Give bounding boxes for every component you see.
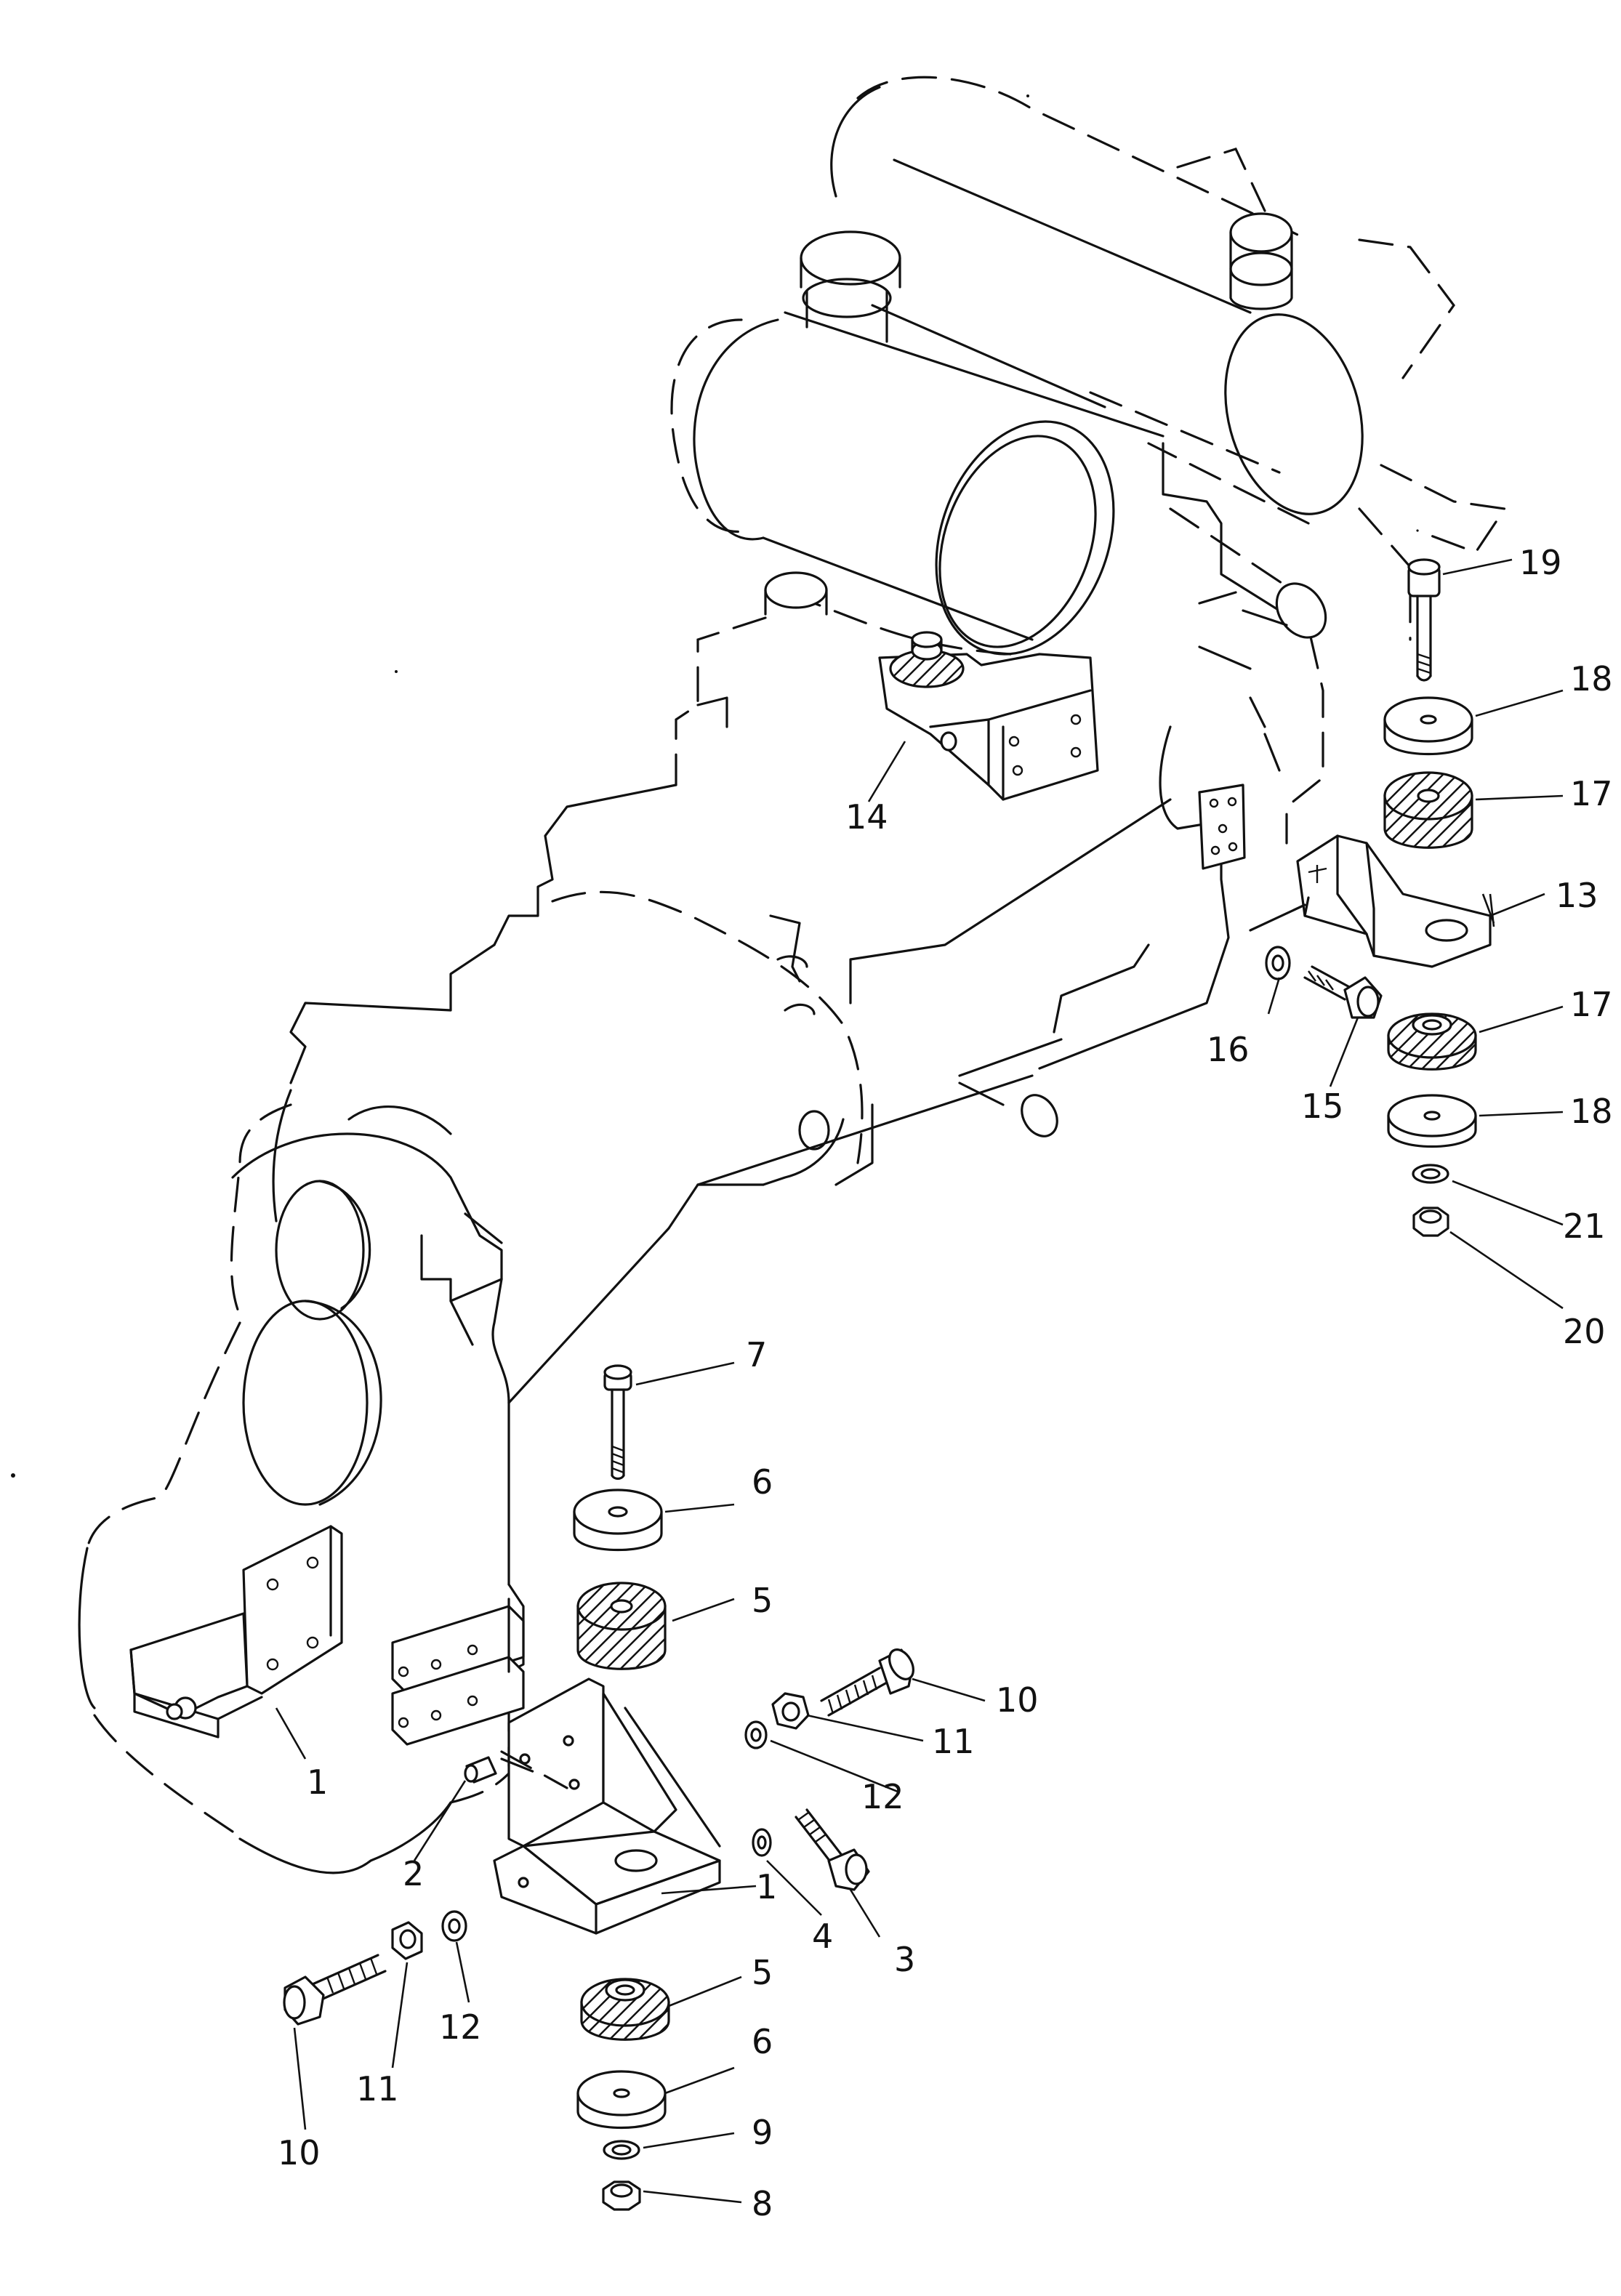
case-side-rails xyxy=(391,1605,525,1746)
callout-6-upper: 6 xyxy=(752,1462,773,1502)
fan-blades xyxy=(1176,148,1507,641)
callout-21: 21 xyxy=(1563,1207,1606,1246)
callout-14: 14 xyxy=(845,797,888,837)
callout-10-right: 10 xyxy=(996,1680,1039,1720)
callout-10-left: 10 xyxy=(278,2133,321,2172)
callout-4: 4 xyxy=(812,1917,833,1956)
bracket-13 xyxy=(1249,834,1492,968)
washer-21 xyxy=(1412,1164,1449,1184)
callout-3: 3 xyxy=(894,1940,915,1979)
callout-9: 9 xyxy=(752,2113,773,2152)
engine-block xyxy=(493,442,1327,1137)
callout-12-right: 12 xyxy=(861,1777,904,1816)
callout-11-right: 11 xyxy=(932,1722,975,1761)
bolt-15 xyxy=(1303,965,1383,1019)
cushion-17-lower xyxy=(1387,1012,1477,1071)
bolt-19 xyxy=(1407,558,1441,682)
dowel-2 xyxy=(464,1756,539,1784)
nut-20 xyxy=(1412,1207,1449,1237)
engine-transmission-assembly xyxy=(78,76,1507,1874)
washer-6-upper xyxy=(573,1489,663,1552)
cushion-5-lower xyxy=(580,1978,670,2041)
callout-17-upper: 17 xyxy=(1570,774,1613,813)
leader-lines xyxy=(275,558,1564,2204)
washer-18-upper xyxy=(1383,696,1473,756)
washer-9 xyxy=(603,2140,640,2160)
callout-6-lower: 6 xyxy=(752,2022,773,2061)
exhaust-stack-left xyxy=(800,230,901,343)
washer-4 xyxy=(752,1828,772,1857)
exhaust-stack-right xyxy=(1229,212,1293,310)
access-plate xyxy=(1198,784,1246,870)
callout-2: 2 xyxy=(403,1854,424,1893)
callout-12-left: 12 xyxy=(439,2007,482,2047)
callout-19: 19 xyxy=(1519,543,1562,582)
washer-16 xyxy=(1265,946,1291,980)
callout-18-lower: 18 xyxy=(1570,1092,1613,1131)
callout-17-lower: 17 xyxy=(1570,985,1613,1024)
bolt-3 xyxy=(795,1808,870,1891)
washer-12-right xyxy=(744,1720,768,1749)
bracket-center xyxy=(493,1677,721,1935)
callout-20: 20 xyxy=(1563,1312,1606,1351)
callout-11-left: 11 xyxy=(356,2069,399,2108)
muffler-rear xyxy=(830,76,1364,525)
callout-labels: 1 1 2 3 4 5 5 6 6 7 8 9 10 10 11 11 12 1… xyxy=(278,543,1613,2223)
callout-8: 8 xyxy=(752,2184,773,2223)
bolt-10-right xyxy=(820,1648,914,1717)
callout-1-center: 1 xyxy=(756,1867,777,1906)
callout-18-upper: 18 xyxy=(1570,659,1613,698)
washer-18-lower xyxy=(1387,1094,1477,1148)
nut-8 xyxy=(602,2180,641,2211)
callout-5-lower: 5 xyxy=(752,1953,773,1992)
washer-6-lower xyxy=(576,2070,667,2130)
nut-11-left xyxy=(391,1921,423,1960)
callout-16: 16 xyxy=(1207,1030,1250,1069)
bolt-10-left xyxy=(283,1954,387,2026)
callout-5-upper: 5 xyxy=(752,1581,773,1620)
callout-1-left: 1 xyxy=(307,1763,328,1802)
washer-12-left xyxy=(441,1910,467,1942)
scan-specks xyxy=(11,94,1029,1478)
bracket-left xyxy=(129,1525,343,1739)
nut-11-right xyxy=(771,1692,810,1730)
bolt-7 xyxy=(603,1364,632,1481)
muffler-front xyxy=(670,304,1281,656)
callout-15: 15 xyxy=(1301,1087,1344,1126)
callout-13: 13 xyxy=(1556,876,1598,915)
cushion-5-upper xyxy=(576,1582,667,1670)
cushion-17-upper xyxy=(1383,771,1473,849)
callout-7: 7 xyxy=(746,1335,767,1374)
bracket-14 xyxy=(878,631,1099,801)
